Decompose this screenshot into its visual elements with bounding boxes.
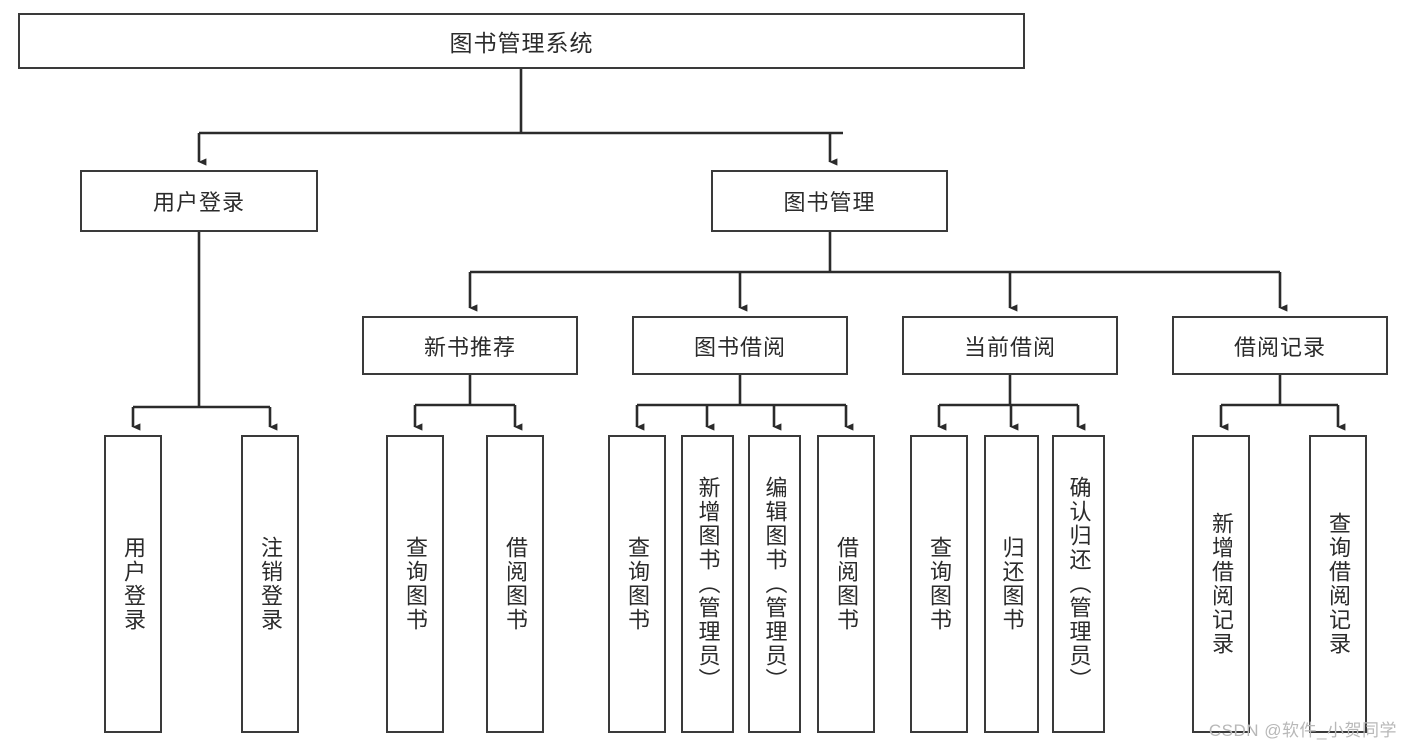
node-new-book-recommend[interactable]: 新书推荐 (362, 316, 578, 375)
leaf-label: 编辑图书（管理员） (762, 476, 788, 692)
node-leaf-borrow-book-2[interactable]: 借阅图书 (817, 435, 875, 733)
node-borrow-record[interactable]: 借阅记录 (1172, 316, 1388, 375)
leaf-label: 借阅图书 (833, 536, 859, 632)
leaf-label: 注销登录 (257, 536, 283, 632)
leaf-label: 用户登录 (120, 536, 146, 632)
leaf-label: 归还图书 (999, 536, 1025, 632)
node-leaf-edit-book[interactable]: 编辑图书（管理员） (748, 435, 801, 733)
node-book-manage[interactable]: 图书管理 (711, 170, 948, 232)
leaf-label: 查询图书 (624, 536, 650, 632)
node-leaf-add-book[interactable]: 新增图书（管理员） (681, 435, 734, 733)
node-leaf-borrow-book-1[interactable]: 借阅图书 (486, 435, 544, 733)
node-current-borrow[interactable]: 当前借阅 (902, 316, 1118, 375)
node-book-borrow[interactable]: 图书借阅 (632, 316, 848, 375)
node-leaf-query-record[interactable]: 查询借阅记录 (1309, 435, 1367, 733)
node-leaf-confirm-return[interactable]: 确认归还（管理员） (1052, 435, 1105, 733)
leaf-label: 查询借阅记录 (1325, 512, 1351, 656)
leaf-label: 借阅图书 (502, 536, 528, 632)
leaf-label: 查询图书 (926, 536, 952, 632)
watermark-text: CSDN @软件_小贺同学 (1208, 721, 1397, 740)
leaf-label: 查询图书 (402, 536, 428, 632)
leaf-label: 新增图书（管理员） (695, 476, 721, 692)
node-leaf-return-book[interactable]: 归还图书 (984, 435, 1039, 733)
node-leaf-add-record[interactable]: 新增借阅记录 (1192, 435, 1250, 733)
node-leaf-logout[interactable]: 注销登录 (241, 435, 299, 733)
node-leaf-query-book-2[interactable]: 查询图书 (608, 435, 666, 733)
node-leaf-query-book-3[interactable]: 查询图书 (910, 435, 968, 733)
node-leaf-query-book-1[interactable]: 查询图书 (386, 435, 444, 733)
node-user-login[interactable]: 用户登录 (80, 170, 318, 232)
node-root-system[interactable]: 图书管理系统 (18, 13, 1025, 69)
leaf-label: 新增借阅记录 (1208, 512, 1234, 656)
leaf-label: 确认归还（管理员） (1066, 476, 1092, 692)
node-leaf-user-login[interactable]: 用户登录 (104, 435, 162, 733)
